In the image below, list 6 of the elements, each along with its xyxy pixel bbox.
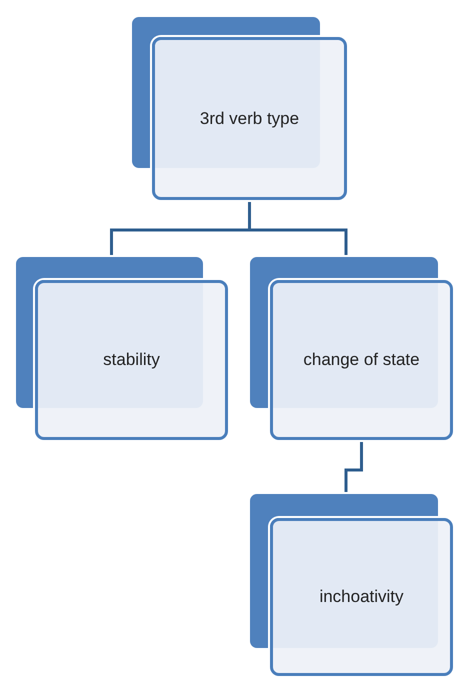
- node-label: stability: [103, 350, 160, 370]
- connector-line: [344, 440, 363, 492]
- connector-line: [248, 200, 348, 255]
- node-label: inchoativity: [319, 587, 404, 607]
- node-label: 3rd verb type: [200, 108, 300, 128]
- node-label: change of state: [303, 350, 420, 370]
